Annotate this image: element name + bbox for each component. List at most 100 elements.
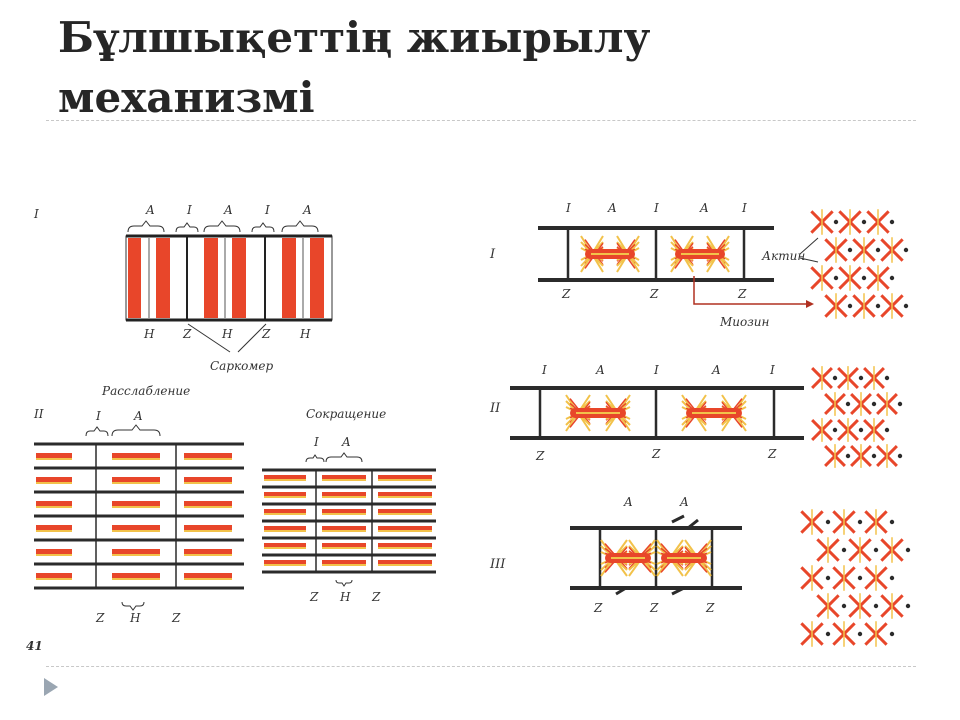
thick-filament — [322, 526, 366, 530]
band-label-top: A — [302, 203, 312, 217]
contracted-sarcomere-diagram — [262, 468, 436, 574]
thick-filament-edge — [184, 554, 232, 556]
thick-filament-edge — [36, 578, 72, 580]
actin-dot — [889, 219, 895, 225]
thick-filament — [378, 560, 432, 564]
thick-filament-edge — [36, 506, 72, 508]
thick-filament-edge — [112, 482, 160, 484]
band-label-bottom: H — [143, 327, 155, 341]
contract-label-a: A — [341, 435, 351, 449]
thick-filament — [378, 475, 432, 479]
actin-dot — [889, 575, 895, 581]
thick-filament-edge — [378, 564, 432, 566]
row1-top-label: A — [699, 201, 709, 215]
row3-top-labels: A A — [623, 495, 689, 509]
thick-filament-edge — [112, 578, 160, 580]
relaxed-sarcomere-diagram — [34, 442, 244, 590]
thick-filament — [112, 477, 160, 482]
footer-divider — [46, 666, 916, 667]
row3-bottom-labels: Z Z Z — [593, 601, 715, 615]
sarcomere-pointers — [187, 323, 267, 353]
actin-dot — [858, 375, 864, 381]
thick-filament — [112, 501, 160, 506]
row3-z-label: Z — [649, 601, 659, 615]
thick-filament-edge — [112, 506, 160, 508]
cross-section-lattice-contracted — [800, 509, 911, 647]
actin-dot — [889, 631, 895, 637]
title-divider — [46, 120, 916, 121]
band-label-top: A — [223, 203, 233, 217]
row1-z-label: Z — [649, 287, 659, 301]
actin-dot — [825, 519, 831, 525]
thick-filament-edge — [322, 547, 366, 549]
actin-dot — [861, 275, 867, 281]
thick-filament-edge — [184, 506, 232, 508]
row2-z-label: Z — [651, 447, 661, 461]
actin-dot — [884, 427, 890, 433]
row2-top-label: I — [541, 363, 547, 377]
thick-filament-edge — [264, 479, 306, 481]
thick-filament-edge — [112, 530, 160, 532]
thick-filament-edge — [184, 578, 232, 580]
actin-dot — [875, 303, 881, 309]
row3-top-label: A — [679, 495, 689, 509]
thick-filament-edge — [378, 496, 432, 498]
row2-top-label: I — [653, 363, 659, 377]
actin-dot — [825, 631, 831, 637]
myosin-core — [611, 557, 645, 559]
thick-filament — [36, 573, 72, 578]
thick-filament — [184, 573, 232, 578]
myosin-core — [591, 253, 629, 255]
thick-filament — [264, 509, 306, 513]
thick-filament — [184, 549, 232, 554]
relaxation-label: Расслабление — [101, 384, 190, 398]
actin-dot — [875, 247, 881, 253]
row1-z-label: Z — [561, 287, 571, 301]
row2-bottom-labels: Z Z Z — [535, 447, 777, 463]
actin-dot — [897, 453, 903, 459]
relax-bottom-z: Z — [171, 611, 181, 625]
actin-dot — [832, 427, 838, 433]
band-label-top-row: A I A I A — [145, 203, 312, 217]
contract-braces — [305, 452, 363, 463]
thick-filament-edge — [264, 564, 306, 566]
actin-dot — [905, 603, 911, 609]
myosin-pointer-line — [693, 276, 806, 305]
row2-z-label: Z — [535, 449, 545, 463]
myosin-core — [681, 253, 719, 255]
actin-dot — [833, 275, 839, 281]
row3-z-label: Z — [705, 601, 715, 615]
actin-end — [615, 586, 627, 596]
actin-end — [671, 586, 685, 596]
actin-dot — [858, 427, 864, 433]
sarcomere-label: Саркомер — [210, 359, 273, 373]
actin-dot — [857, 575, 863, 581]
thick-filament-edge — [184, 530, 232, 532]
thick-filament-edge — [322, 513, 366, 515]
row1-z-label: Z — [737, 287, 747, 301]
relaxed-filament-row — [538, 226, 774, 282]
thick-filament — [36, 453, 72, 458]
thick-filament — [322, 475, 366, 479]
thick-filament — [36, 477, 72, 482]
thick-filament — [264, 543, 306, 547]
relax-bottom-z: Z — [95, 611, 105, 625]
thick-filament — [112, 525, 160, 530]
actin-dot — [873, 547, 879, 553]
actin-dot — [841, 547, 847, 553]
contract-bottom-z: Z — [309, 590, 319, 604]
thick-filament — [36, 525, 72, 530]
band-label-top: I — [264, 203, 270, 217]
thick-filament-edge — [378, 479, 432, 481]
thick-filament-edge — [322, 564, 366, 566]
band-label-bottom: H — [299, 327, 311, 341]
thick-filament-edge — [322, 479, 366, 481]
partly-contracted-filament-row — [510, 386, 804, 440]
thick-filament-edge — [36, 482, 72, 484]
myofibril-bands — [125, 234, 333, 322]
thick-filament-edge — [36, 554, 72, 556]
actin-dot — [897, 401, 903, 407]
actin-dot — [845, 453, 851, 459]
row2-z-label: Z — [767, 447, 777, 461]
actin-end — [671, 514, 685, 524]
